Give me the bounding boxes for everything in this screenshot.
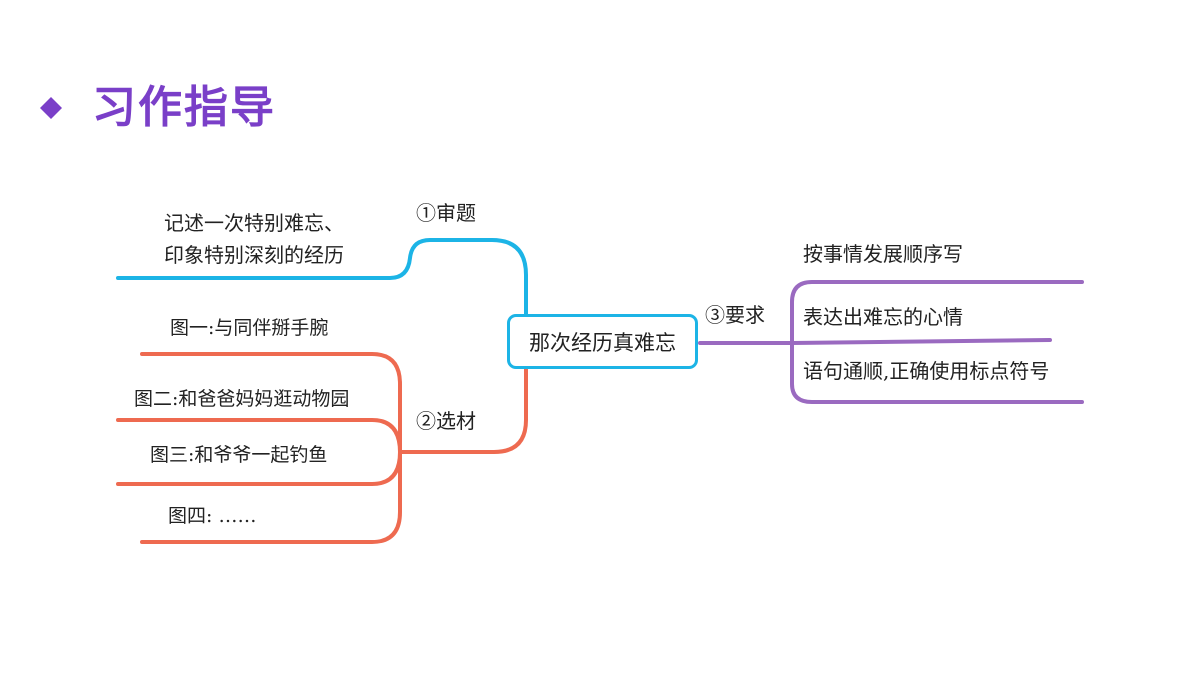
review-branch-label: ①审题 (416, 201, 476, 225)
mindmap-center-node: 那次经历真难忘 (507, 314, 698, 369)
review-item: 印象特别深刻的经历 (164, 243, 344, 267)
requirement-item: 表达出难忘的心情 (803, 305, 963, 329)
requirement-branch-lines (698, 280, 1084, 404)
page-title: 习作指导 (92, 82, 276, 133)
requirement-item: 按事情发展顺序写 (803, 242, 963, 266)
section-heading: 习作指导 (40, 86, 276, 130)
requirement-item: 语句通顺,正确使用标点符号 (803, 359, 1050, 383)
material-item: 图三:和爷爷一起钓鱼 (150, 444, 328, 466)
diamond-bullet-icon (40, 97, 62, 119)
material-item: 图四: …… (168, 505, 257, 527)
review-branch-lines (116, 238, 528, 318)
requirement-branch-label: ③要求 (705, 303, 765, 327)
material-item: 图二:和爸爸妈妈逛动物园 (134, 388, 350, 410)
material-branch-lines (116, 352, 528, 544)
review-item: 记述一次特别难忘、 (164, 211, 344, 235)
material-item: 图一:与同伴掰手腕 (170, 317, 329, 339)
material-branch-label: ②选材 (416, 409, 476, 433)
